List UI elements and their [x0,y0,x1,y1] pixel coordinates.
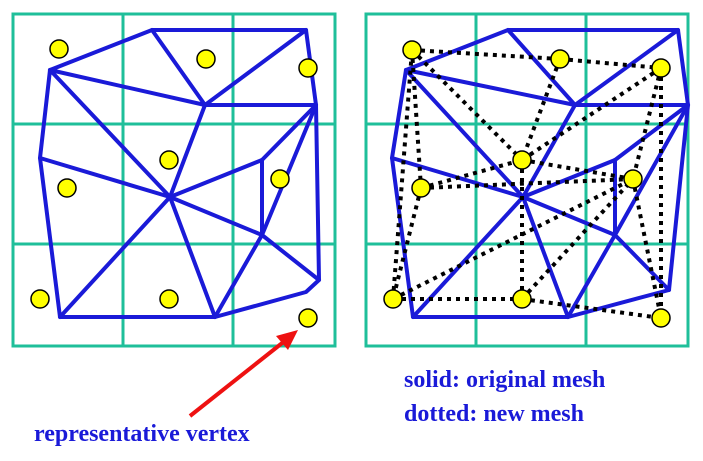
dotted-legend-label: dotted: new mesh [404,401,584,427]
vertex [30,289,50,309]
vertex [623,169,643,189]
vertex [159,150,179,170]
vertex [49,39,69,59]
left-grid [11,12,337,348]
vertex [383,289,403,309]
vertex [270,169,290,189]
vertex [411,178,431,198]
vertex [651,58,671,78]
right-panel [364,12,690,348]
vertex [550,49,570,69]
red-arrow [188,330,298,418]
vertex [512,150,532,170]
right-new-mesh-dotted [391,48,663,320]
vertex [298,308,318,328]
left-representative-vertices [30,39,318,328]
solid-legend-label: solid: original mesh [404,367,606,393]
vertex [196,49,216,69]
vertex [298,58,318,78]
vertex [402,40,422,60]
vertex [57,178,77,198]
vertex [651,308,671,328]
right-representative-vertices [383,40,671,328]
vertex [159,289,179,309]
left-panel [11,12,337,348]
representative-vertex-label: representative vertex [34,421,250,447]
right-original-mesh [390,28,690,319]
vertex [512,289,532,309]
left-original-mesh [38,28,321,319]
